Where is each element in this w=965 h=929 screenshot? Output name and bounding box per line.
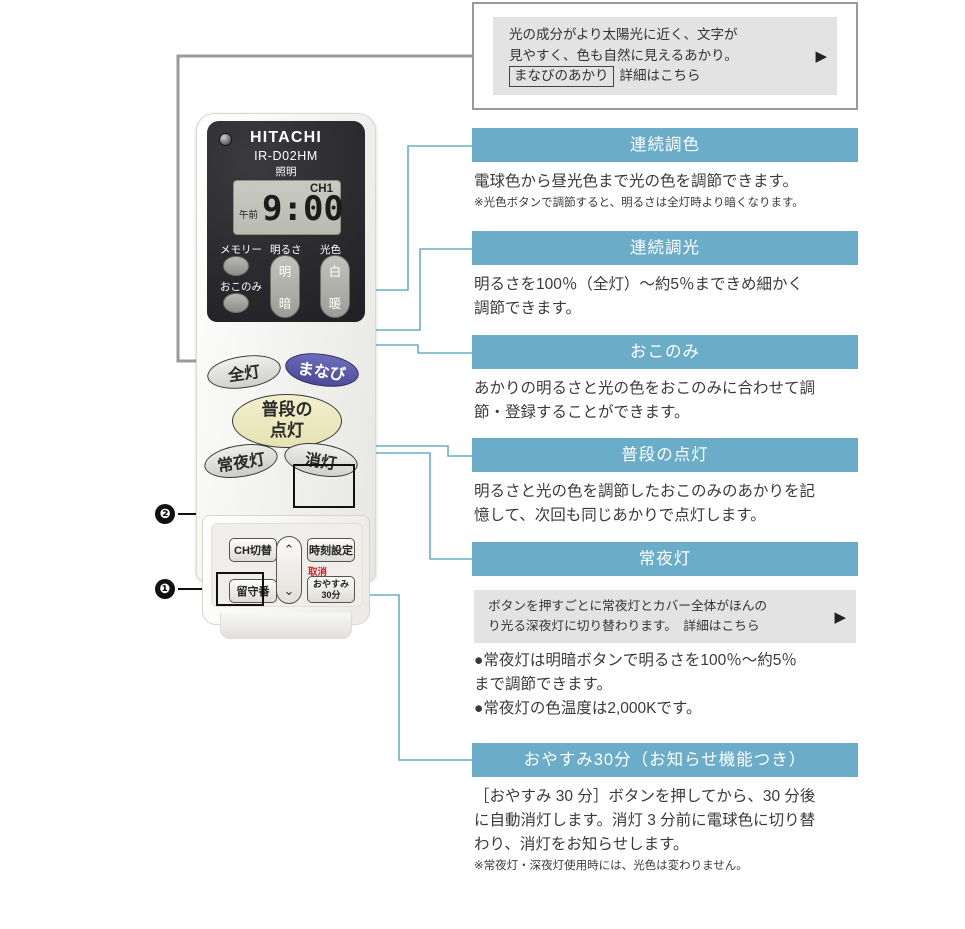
okonomi-button[interactable] — [223, 293, 249, 313]
badge-one: ❶ — [155, 579, 175, 599]
remote-control: HITACHI IR-D02HM 照明 CH1 午前 9:00 メモリー おこの… — [196, 113, 376, 643]
panel-title-oyasumi30: おやすみ30分（お知らせ機能つき） — [472, 743, 858, 777]
light-color-rocker[interactable]: 白 暖 — [320, 255, 350, 318]
panel-body-oyasumi30: ［おやすみ 30 分］ボタンを押してから、30 分後 に自動消灯します。消灯 3… — [472, 777, 858, 875]
torikeshi-label: 取消 — [308, 567, 328, 578]
panel-title-renzoku-choshoku: 連続調色 — [472, 128, 858, 162]
panel-title-fudan-no-tento: 普段の点灯 — [472, 438, 858, 472]
panel-text: 節・登録することができます。 — [474, 404, 690, 422]
panel-renzoku-choshoku: 連続調色 電球色から昼光色まで光の色を調節できます。 ※光色ボタンで調節すると、… — [472, 128, 858, 212]
brand-logo: HITACHI — [249, 129, 323, 146]
joyato-note-box[interactable]: ボタンを押すごとに常夜灯とカバー全体がほんの り光る深夜灯に切り替わります。 詳… — [474, 590, 856, 644]
futsudan-line2: 点灯 — [270, 421, 304, 440]
oyasumi-line2: 30分 — [321, 589, 341, 600]
panel-joyato: 常夜灯 ボタンを押すごとに常夜灯とカバー全体がほんの り光る深夜灯に切り替わりま… — [472, 542, 858, 721]
joyato-note-text: ボタンを押すごとに常夜灯とカバー全体がほんの り光る深夜灯に切り替わります。 詳… — [488, 597, 822, 636]
panel-text: 電球色から昼光色まで光の色を調節できます。 — [474, 173, 798, 190]
highlight-rusuban-button — [216, 572, 264, 606]
manabi-tag: まなびのあかり — [509, 66, 614, 87]
manabi-info-box[interactable]: 光の成分がより太陽光に近く、文字が 見やすく、色も自然に見えるあかり。 まなびの… — [472, 2, 858, 110]
chevron-up-icon[interactable]: ⌃ — [283, 542, 295, 557]
manabi-info-text: 光の成分がより太陽光に近く、文字が 見やすく、色も自然に見えるあかり。 まなびの… — [509, 25, 805, 88]
panel-body-fudan-no-tento: 明るさと光の色を調節したおこのみのあかりを記 憶して、次回も同じあかりで点灯しま… — [472, 472, 858, 528]
panel-oyasumi30: おやすみ30分（お知らせ機能つき） ［おやすみ 30 分］ボタンを押してから、3… — [472, 743, 858, 875]
updown-arrow-pad[interactable]: ⌃ ⌄ — [276, 536, 302, 604]
label-memory: メモリー — [220, 244, 262, 256]
label-light-color: 光色 — [320, 244, 341, 256]
panel-body-joyato: ボタンを押すごとに常夜灯とカバー全体がほんの り光る深夜灯に切り替わります。 詳… — [472, 576, 858, 721]
ch-kirikae-button[interactable]: CH切替 — [229, 538, 277, 562]
memory-button[interactable] — [223, 256, 249, 276]
panel-body-renzoku-choshoku: 電球色から昼光色まで光の色を調節できます。 ※光色ボタンで調節すると、明るさは全… — [472, 162, 858, 212]
panel-note: ※常夜灯・深夜灯使用時には、光色は変わりません。 — [474, 860, 748, 873]
model-subtitle: 照明 — [275, 166, 297, 178]
panel-title-okonomi: おこのみ — [472, 335, 858, 369]
panel-text: ●常夜灯は明暗ボタンで明るさを100％〜約5％ — [474, 652, 797, 670]
ir-emitter-icon — [219, 133, 232, 146]
badge-two: ❷ — [155, 504, 175, 524]
panel-okonomi: おこのみ あかりの明るさと光の色をおこのみに合わせて調 節・登録することができま… — [472, 335, 858, 425]
highlight-shoto-button — [293, 464, 355, 508]
lcd-display: CH1 午前 9:00 — [233, 180, 344, 235]
panel-text: わり、消灯をお知らせします。 — [474, 836, 689, 854]
remote-top-panel: HITACHI IR-D02HM 照明 CH1 午前 9:00 メモリー おこの… — [207, 121, 365, 322]
color-cool-label: 白 — [328, 265, 342, 279]
panel-title-joyato: 常夜灯 — [472, 542, 858, 576]
panel-text: まで調節できます。 — [474, 676, 612, 694]
brightness-up-label: 明 — [278, 265, 292, 279]
panel-text: 明るさと光の色を調節したおこのみのあかりを記 — [474, 483, 816, 500]
lcd-channel: CH1 — [309, 183, 333, 195]
play-arrow-icon[interactable]: ▶ — [834, 608, 846, 626]
oyasumi-line1: おやすみ — [312, 579, 349, 590]
joyato-note-line1: ボタンを押すごとに常夜灯とカバー全体がほんの — [488, 599, 768, 613]
play-arrow-icon[interactable]: ▶ — [815, 48, 827, 65]
brightness-rocker[interactable]: 明 暗 — [270, 255, 300, 318]
panel-text: 調節できます。 — [474, 300, 581, 318]
brightness-down-label: 暗 — [278, 297, 292, 311]
manabi-info-inner: 光の成分がより太陽光に近く、文字が 見やすく、色も自然に見えるあかり。 まなびの… — [493, 17, 837, 95]
jikoku-settei-button[interactable]: 時刻設定 — [307, 538, 355, 562]
rusuban-button[interactable]: 留守番 — [229, 579, 277, 603]
remote-bottom-tray: CH切替 時刻設定 留守番 取消 おやすみ 30分 ⌃ ⌄ — [202, 515, 370, 625]
label-brightness: 明るさ — [270, 244, 302, 256]
panel-text: 明るさを100％（全灯）〜約5％まできめ細かく — [474, 276, 803, 293]
label-okonomi: おこのみ — [220, 281, 262, 293]
panel-renzoku-choko: 連続調光 明るさを100％（全灯）〜約5％まできめ細かく 調節できます。 — [472, 231, 858, 321]
lcd-ampm: 午前 — [239, 210, 259, 221]
manabi-detail-link[interactable]: 詳細はこちら — [619, 68, 701, 84]
panel-fudan-no-tento: 普段の点灯 明るさと光の色を調節したおこのみのあかりを記 憶して、次回も同じあか… — [472, 438, 858, 528]
futsudan-line1: 普段の — [261, 400, 313, 420]
manabi-info-line3: まなびのあかり詳細はこちら — [509, 66, 805, 87]
panel-text: ［おやすみ 30 分］ボタンを押してから、30 分後 — [474, 788, 816, 805]
panel-title-renzoku-choko: 連続調光 — [472, 231, 858, 265]
manabi-info-line1: 光の成分がより太陽光に近く、文字が — [509, 26, 738, 42]
panel-text: ●常夜灯の色温度は2,000Kです。 — [474, 700, 702, 718]
model-number: IR-D02HM — [254, 149, 318, 163]
remote-foot — [220, 613, 352, 639]
futsudan-tento-button[interactable]: 普段の 点灯 — [232, 394, 342, 448]
panel-text: あかりの明るさと光の色をおこのみに合わせて調 — [474, 380, 816, 397]
lcd-time: 9:00 — [262, 189, 344, 229]
oyasumi30-button[interactable]: おやすみ 30分 — [307, 576, 355, 603]
panel-body-okonomi: あかりの明るさと光の色をおこのみに合わせて調 節・登録することができます。 — [472, 369, 858, 425]
color-warm-label: 暖 — [328, 297, 342, 311]
manabi-info-line2: 見やすく、色も自然に見えるあかり。 — [509, 47, 738, 63]
joyato-note-line2: り光る深夜灯に切り替わります。 詳細はこちら — [488, 618, 760, 633]
panel-body-renzoku-choko: 明るさを100％（全灯）〜約5％まできめ細かく 調節できます。 — [472, 265, 858, 321]
panel-note: ※光色ボタンで調節すると、明るさは全灯時より暗くなります。 — [474, 197, 804, 210]
panel-text: に自動消灯します。消灯 3 分前に電球色に切り替 — [474, 812, 816, 830]
tray-inner: CH切替 時刻設定 留守番 取消 おやすみ 30分 ⌃ ⌄ — [211, 523, 363, 607]
chevron-down-icon[interactable]: ⌄ — [283, 583, 295, 598]
panel-text: 憶して、次回も同じあかりで点灯します。 — [474, 507, 766, 525]
